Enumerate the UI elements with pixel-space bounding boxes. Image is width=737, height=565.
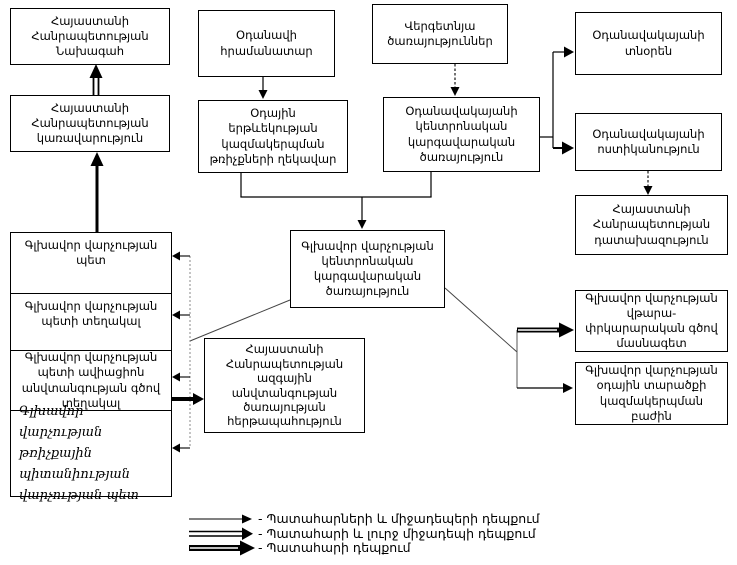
- box-prosecutor: Հայաստանի Հանրապետության դատախազություն: [575, 195, 728, 255]
- box-airport-director: Օդանավակայանի տնօրեն: [575, 12, 722, 75]
- box-atc-flight-chief: Օդային երթևեկության կազմակերպման թռիչքնե…: [198, 100, 348, 173]
- arrow-government-to-president: [89, 64, 103, 95]
- legend-item-serious-incident: - Պատահարի և լուրջ միջադեպի դեպքում: [258, 525, 536, 541]
- box-airport-dispatch: Օդանավակայանի կենտրոնական կարգավարական ծ…: [383, 97, 540, 172]
- box-rescue-specialist-label: Գլխավոր վարչության վթարա- փրկարարական գծ…: [585, 290, 718, 351]
- box-ground-services-label: Վերգետնյա ծառայություններ: [387, 18, 493, 48]
- arrow-ground-to-airport-dispatch: [450, 64, 460, 96]
- arrow-aviation-deputy-to-nss: [171, 393, 204, 405]
- arrow-commander-to-atc-chief: [258, 77, 268, 99]
- box-nss-duty-label: Հայաստանի Հանրապետության ազգային անվտանգ…: [225, 342, 344, 429]
- box-airworthiness-head-label: Գլխավոր վարչության թռիչքային պիտանիությա…: [19, 403, 139, 504]
- box-airspace-division: Գլխավոր վարչության օդային տարածքի կազմակ…: [575, 362, 728, 425]
- box-chief-head: Գլխավոր վարչության պետ: [10, 232, 172, 294]
- box-airspace-division-label: Գլխավոր վարչության օդային տարածքի կազմակ…: [585, 363, 718, 423]
- arrow-police-to-prosecutor: [643, 171, 653, 195]
- box-aircraft-commander: Օդանավի հրամանատար: [198, 10, 335, 77]
- legend-arrow-double: [189, 527, 253, 540]
- line-central-to-left-junction: [189, 299, 291, 342]
- box-chief-aviation-security-deputy-label: Գլխավոր վարչության պետի ավիացիոն անվտանգ…: [21, 350, 161, 410]
- box-airport-police: Օդանավակայանի ոստիկանություն: [575, 113, 722, 171]
- box-government-label: Հայաստանի Հանրապետության կառավարություն: [31, 100, 149, 146]
- box-president-label: Հայաստանի Հանրապետության Նախագահ: [31, 13, 149, 59]
- box-aircraft-commander-label: Օդանավի հրամանատար: [220, 28, 313, 58]
- legend-item-incidents: - Պատահարների և միջադեպերի դեպքում: [258, 511, 540, 526]
- box-atc-flight-chief-label: Օդային երթևեկության կազմակերպման թռիչքնե…: [209, 106, 337, 166]
- legend-arrow-thin: [189, 514, 252, 524]
- box-central-dispatch: Գլխավոր վարչության կենտրոնական կարգավարա…: [290, 230, 445, 308]
- connector-right-fork: [516, 322, 574, 393]
- box-rescue-specialist: Գլխավոր վարչության վթարա- փրկարարական գծ…: [575, 290, 728, 352]
- legend-arrow-thick: [189, 540, 255, 556]
- box-airport-director-label: Օդանավակայանի տնօրեն: [592, 28, 705, 58]
- line-left-distribution: [172, 251, 191, 453]
- box-prosecutor-label: Հայաստանի Հանրապետության դատախազություն: [592, 202, 711, 247]
- legend-item-accident: - Պատահարի դեպքում: [258, 540, 411, 555]
- box-chief-head-label: Գլխավոր վարչության պետ: [24, 238, 158, 268]
- connector-to-central-dispatch: [240, 172, 432, 229]
- box-chief-deputy-label: Գլխավոր վարչության պետի տեղակալ: [24, 299, 158, 329]
- box-government: Հայաստանի Հանրապետության կառավարություն: [10, 95, 170, 152]
- box-airport-police-label: Օդանավակայանի ոստիկանություն: [592, 126, 705, 156]
- box-chief-aviation-security-deputy: Գլխավոր վարչության պետի ավիացիոն անվտանգ…: [10, 350, 172, 411]
- arrow-chief-head-to-government: [90, 152, 104, 232]
- box-airworthiness-head: Գլխավոր վարչության թռիչքային պիտանիությա…: [10, 404, 172, 503]
- line-central-to-right-junction: [444, 287, 518, 353]
- connector-dispatch-to-director-police: [540, 46, 574, 155]
- box-president: Հայաստանի Հանրապետության Նախագահ: [10, 8, 170, 65]
- box-airport-dispatch-label: Օդանավակայանի կենտրոնական կարգավարական ծ…: [405, 104, 518, 164]
- box-central-dispatch-label: Գլխավոր վարչության կենտրոնական կարգավարա…: [301, 238, 434, 299]
- box-chief-deputy: Գլխավոր վարչության պետի տեղակալ: [10, 293, 172, 351]
- box-ground-services: Վերգետնյա ծառայություններ: [372, 4, 508, 64]
- box-nss-duty: Հայաստանի Հանրապետության ազգային անվտանգ…: [204, 338, 365, 433]
